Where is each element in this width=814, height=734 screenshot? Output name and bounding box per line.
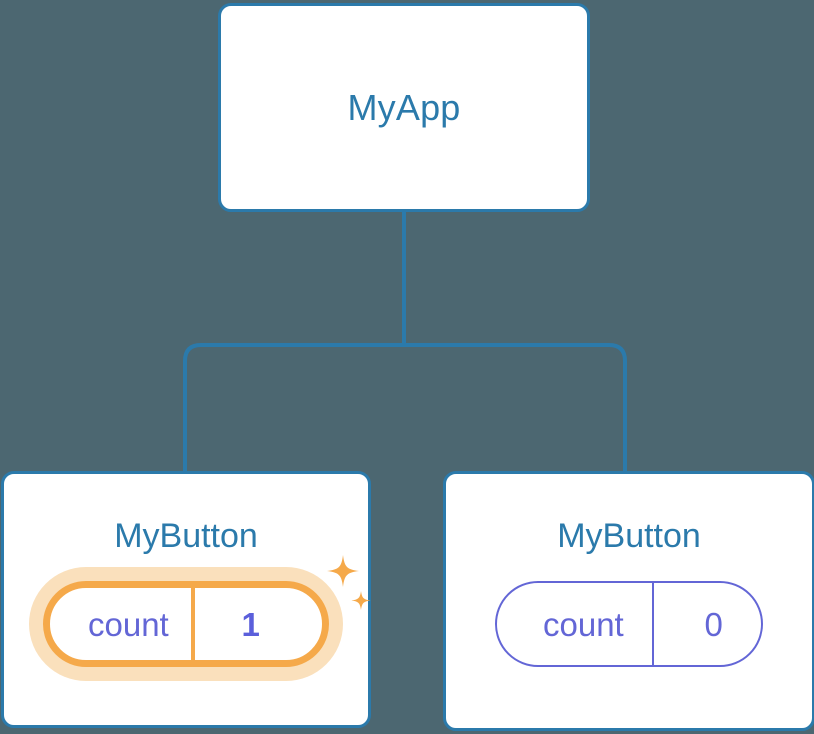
node-title: MyButton [114, 517, 258, 555]
state-pill-normal[interactable]: count 0 [495, 581, 763, 667]
state-key-label: count [88, 605, 169, 643]
state-pill-highlighted[interactable]: count 1 [43, 581, 329, 667]
node-title: MyButton [557, 517, 701, 555]
node-mybutton-right[interactable]: MyButton count 0 [443, 471, 814, 731]
node-title: MyApp [347, 86, 461, 128]
node-myapp[interactable]: MyApp [218, 3, 590, 212]
connector-branch-bus [183, 343, 627, 471]
node-mybutton-left[interactable]: MyButton count 1 [1, 471, 371, 728]
state-pill-wrapper: count 0 [495, 581, 763, 667]
state-pill-wrapper: count 1 [29, 555, 371, 681]
sparkle-small-icon [351, 591, 371, 610]
state-value-label: 1 [190, 588, 307, 660]
state-value-label: 0 [651, 583, 774, 665]
sparkle-large-icon [327, 555, 359, 587]
sparkles-group [327, 555, 371, 610]
state-key-label: count [543, 605, 624, 643]
